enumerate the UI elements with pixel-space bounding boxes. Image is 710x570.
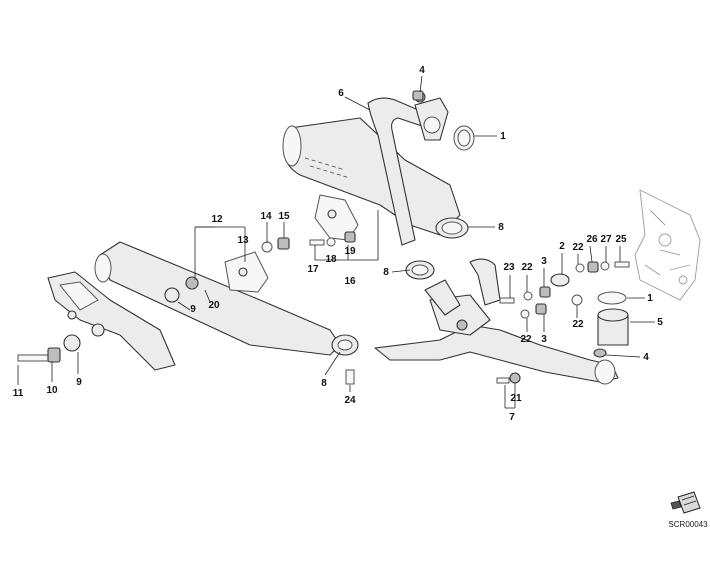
upper-silencer [282,117,461,241]
clamp-lower [331,334,359,356]
callout-8-top: 8 [498,222,504,233]
callout-25: 25 [615,234,627,245]
callout-2: 2 [559,241,565,252]
header-pipe-upper [367,91,449,246]
hardware-parts [17,90,630,385]
callout-9-upper: 9 [190,304,196,315]
callout-15: 15 [278,211,290,222]
callout-20: 20 [208,300,220,311]
catalog-page-icon [670,491,701,514]
callout-16: 16 [344,276,356,287]
callout-6: 6 [338,88,344,99]
callout-4-right: 4 [643,352,649,363]
engine-frame-outline [634,189,701,301]
callout-1-right: 1 [647,293,653,304]
callout-22-b: 22 [572,242,584,253]
callout-12: 12 [211,214,223,225]
callout-21: 21 [510,393,522,404]
exhaust-flange [593,291,629,358]
callout-27: 27 [600,234,612,245]
callout-4-top: 4 [419,65,425,76]
leader-lines [17,75,655,409]
callout-22-a: 22 [521,262,533,273]
callout-23: 23 [503,262,515,273]
callout-8-lower: 8 [321,378,327,389]
callout-labels: 4 6 1 8 12 13 14 15 9 20 17 18 19 16 8 2… [13,65,664,423]
callout-19: 19 [344,246,356,257]
callout-1-top: 1 [500,131,506,142]
callout-22-c: 22 [520,334,532,345]
footpeg-bracket [47,271,176,371]
lower-silencer [94,241,341,356]
drawing-code: SCR00043 [668,520,708,529]
callout-10: 10 [46,385,58,396]
callout-22-d: 22 [572,319,584,330]
callout-3-upper: 3 [541,256,547,267]
callout-8-middle: 8 [383,267,389,278]
callout-14: 14 [260,211,272,222]
callout-17: 17 [307,264,319,275]
callout-13: 13 [237,235,249,246]
callout-9-lower: 9 [76,377,82,388]
callout-11: 11 [13,388,24,399]
clamp-middle [405,260,435,280]
callout-18: 18 [325,254,337,265]
callout-24: 24 [344,395,356,406]
callout-3-lower: 3 [541,334,547,345]
callout-26: 26 [586,234,598,245]
callout-7: 7 [509,412,515,423]
callout-5: 5 [657,317,663,328]
collector-y-pipe [374,258,619,385]
clamp-top [435,217,469,239]
